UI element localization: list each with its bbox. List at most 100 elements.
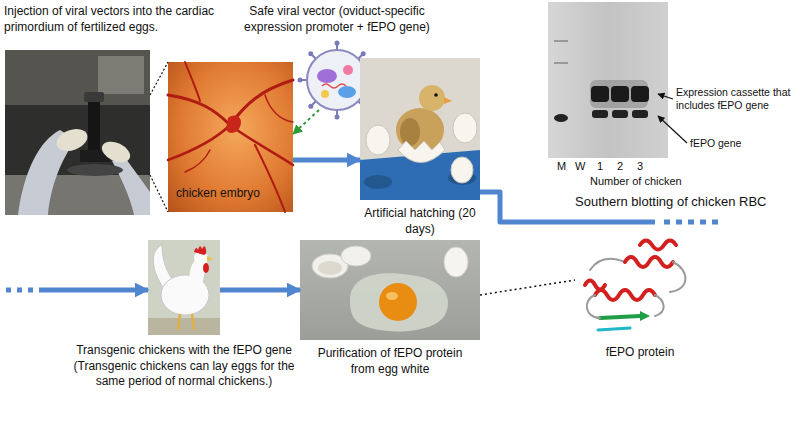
protein-ribbon-part — [640, 241, 676, 250]
caption-text: (Transgenic chickens can lay eggs for th… — [69, 359, 299, 390]
rooster-photo-part — [194, 246, 206, 255]
southern-blot — [548, 2, 687, 158]
caption-text: chicken embryo — [176, 186, 286, 202]
label-holder: 1 — [597, 160, 603, 173]
protein-ribbon-part — [585, 281, 605, 290]
embryo-photo — [168, 62, 293, 212]
viral-vector-part — [343, 65, 353, 75]
caption-block: Southern blotting of chicken RBC — [575, 194, 795, 211]
hatching-photo-part — [366, 125, 390, 155]
label-holder: 3 — [637, 160, 643, 173]
viral-vector-part-part — [361, 51, 366, 56]
lab-photo-part — [67, 164, 123, 176]
label-holder: 2 — [617, 160, 623, 173]
lane-label: 3 — [637, 160, 643, 173]
photo-panel: Artificial hatching (20 days) — [360, 58, 480, 200]
caption-text: Artificial hatching (20 days) — [355, 206, 485, 237]
rooster-photo-part — [203, 263, 209, 273]
southern-blot-part — [590, 80, 648, 108]
southern-blot-part — [612, 110, 628, 118]
hatching-photo-part — [444, 97, 452, 104]
caption-block: chicken embryo — [176, 186, 286, 202]
lab-photo-part — [54, 125, 91, 155]
egg-photo-part — [386, 292, 398, 300]
label-holder: Number of chicken — [590, 175, 682, 188]
lane-label: 1 — [597, 160, 603, 173]
rooster-photo-part — [148, 318, 220, 335]
dotted-connector — [293, 110, 319, 134]
lab-photo-part — [88, 100, 100, 155]
embryo-photo-part-part — [265, 95, 293, 122]
southern-blot-part — [611, 86, 629, 102]
hatching-photo-part — [398, 141, 445, 163]
egg-photo-part — [318, 261, 342, 275]
protein-ribbon-part — [670, 262, 685, 292]
dotted-connector — [480, 280, 575, 295]
protein-ribbon-part — [598, 328, 630, 330]
rooster-photo-part — [148, 240, 220, 335]
egg-photo-part — [341, 246, 371, 266]
flow-arrow — [293, 158, 360, 163]
southern-blot-part — [548, 2, 668, 158]
caption-text: Safe viral vector (oviduct-specific expr… — [221, 4, 453, 35]
photo-panel: chicken embryo — [168, 62, 293, 212]
embryo-photo-part — [168, 62, 293, 212]
viral-vector-part-part — [308, 104, 313, 109]
hatching-photo-part — [453, 113, 477, 143]
egg-photo-part — [300, 240, 480, 340]
lane-label: M — [557, 160, 566, 173]
protein-ribbon-part — [587, 295, 600, 318]
embryo-photo-part — [168, 62, 293, 212]
southern-blot-part — [658, 94, 673, 99]
southern-blot-part — [592, 110, 608, 118]
annotation-label: fEPO gene — [690, 137, 741, 150]
caption-block: Safe viral vector (oviduct-specific expr… — [221, 4, 453, 35]
hatching-photo-part — [360, 58, 480, 200]
hatching-photo-part — [434, 93, 438, 97]
southern-blot-part — [554, 62, 568, 64]
viral-vector-part — [322, 84, 346, 88]
photo-panel: Injection of viral vectors into the card… — [5, 50, 150, 215]
southern-blot-part — [632, 110, 648, 118]
embryo-photo-part-part — [168, 125, 230, 160]
lab-photo — [5, 50, 150, 215]
label-holder: W — [575, 160, 585, 173]
annotation-label: Expression cassette that includes fEPO g… — [676, 86, 794, 111]
lab-photo-part — [99, 138, 134, 167]
label-holder: fEPO gene — [690, 137, 741, 150]
caption-block: Purification of fEPO protein from egg wh… — [305, 346, 475, 377]
southern-blot-part — [658, 116, 687, 143]
egg-photo-part — [350, 273, 448, 331]
viral-vector-part-part — [308, 51, 313, 56]
protein-ribbon-part — [600, 316, 640, 318]
hatching-photo-part — [400, 118, 420, 146]
caption-text: Injection of viral vectors into the card… — [4, 4, 216, 35]
hatching-photo-part — [364, 175, 392, 189]
viral-vector-part — [321, 90, 329, 98]
vector-circle: Safe viral vector (oviduct-specific expr… — [307, 50, 367, 110]
caption-text: Purification of fEPO protein from egg wh… — [305, 346, 475, 377]
caption-block: fEPO protein — [575, 345, 705, 361]
hatching-photo-part — [419, 85, 445, 111]
viral-vector-part — [307, 50, 367, 110]
rooster-photo — [148, 240, 220, 335]
dotted-connector — [150, 62, 168, 212]
southern-blot-part — [631, 86, 649, 102]
photo-panel: Transgenic chickens with the fEPO gene(T… — [148, 240, 220, 335]
protein-ribbon — [585, 241, 685, 331]
rooster-photo-part — [178, 314, 180, 330]
viral-vector-part-part — [335, 115, 340, 120]
lane-label: 2 — [617, 160, 623, 173]
egg-photo-part — [379, 283, 417, 321]
southern-blot-part — [554, 40, 568, 42]
embryo-photo-part-part — [255, 145, 285, 212]
protein-ribbon-part — [655, 295, 664, 316]
embryo-photo-part-part — [185, 62, 200, 101]
rooster-photo-part — [207, 256, 213, 261]
southern-blot-part — [554, 114, 568, 122]
lane-label: W — [575, 160, 585, 173]
caption-text: Southern blotting of chicken RBC — [575, 194, 795, 211]
embryo-photo-part — [226, 116, 241, 133]
hatching-photo-part — [451, 157, 473, 183]
